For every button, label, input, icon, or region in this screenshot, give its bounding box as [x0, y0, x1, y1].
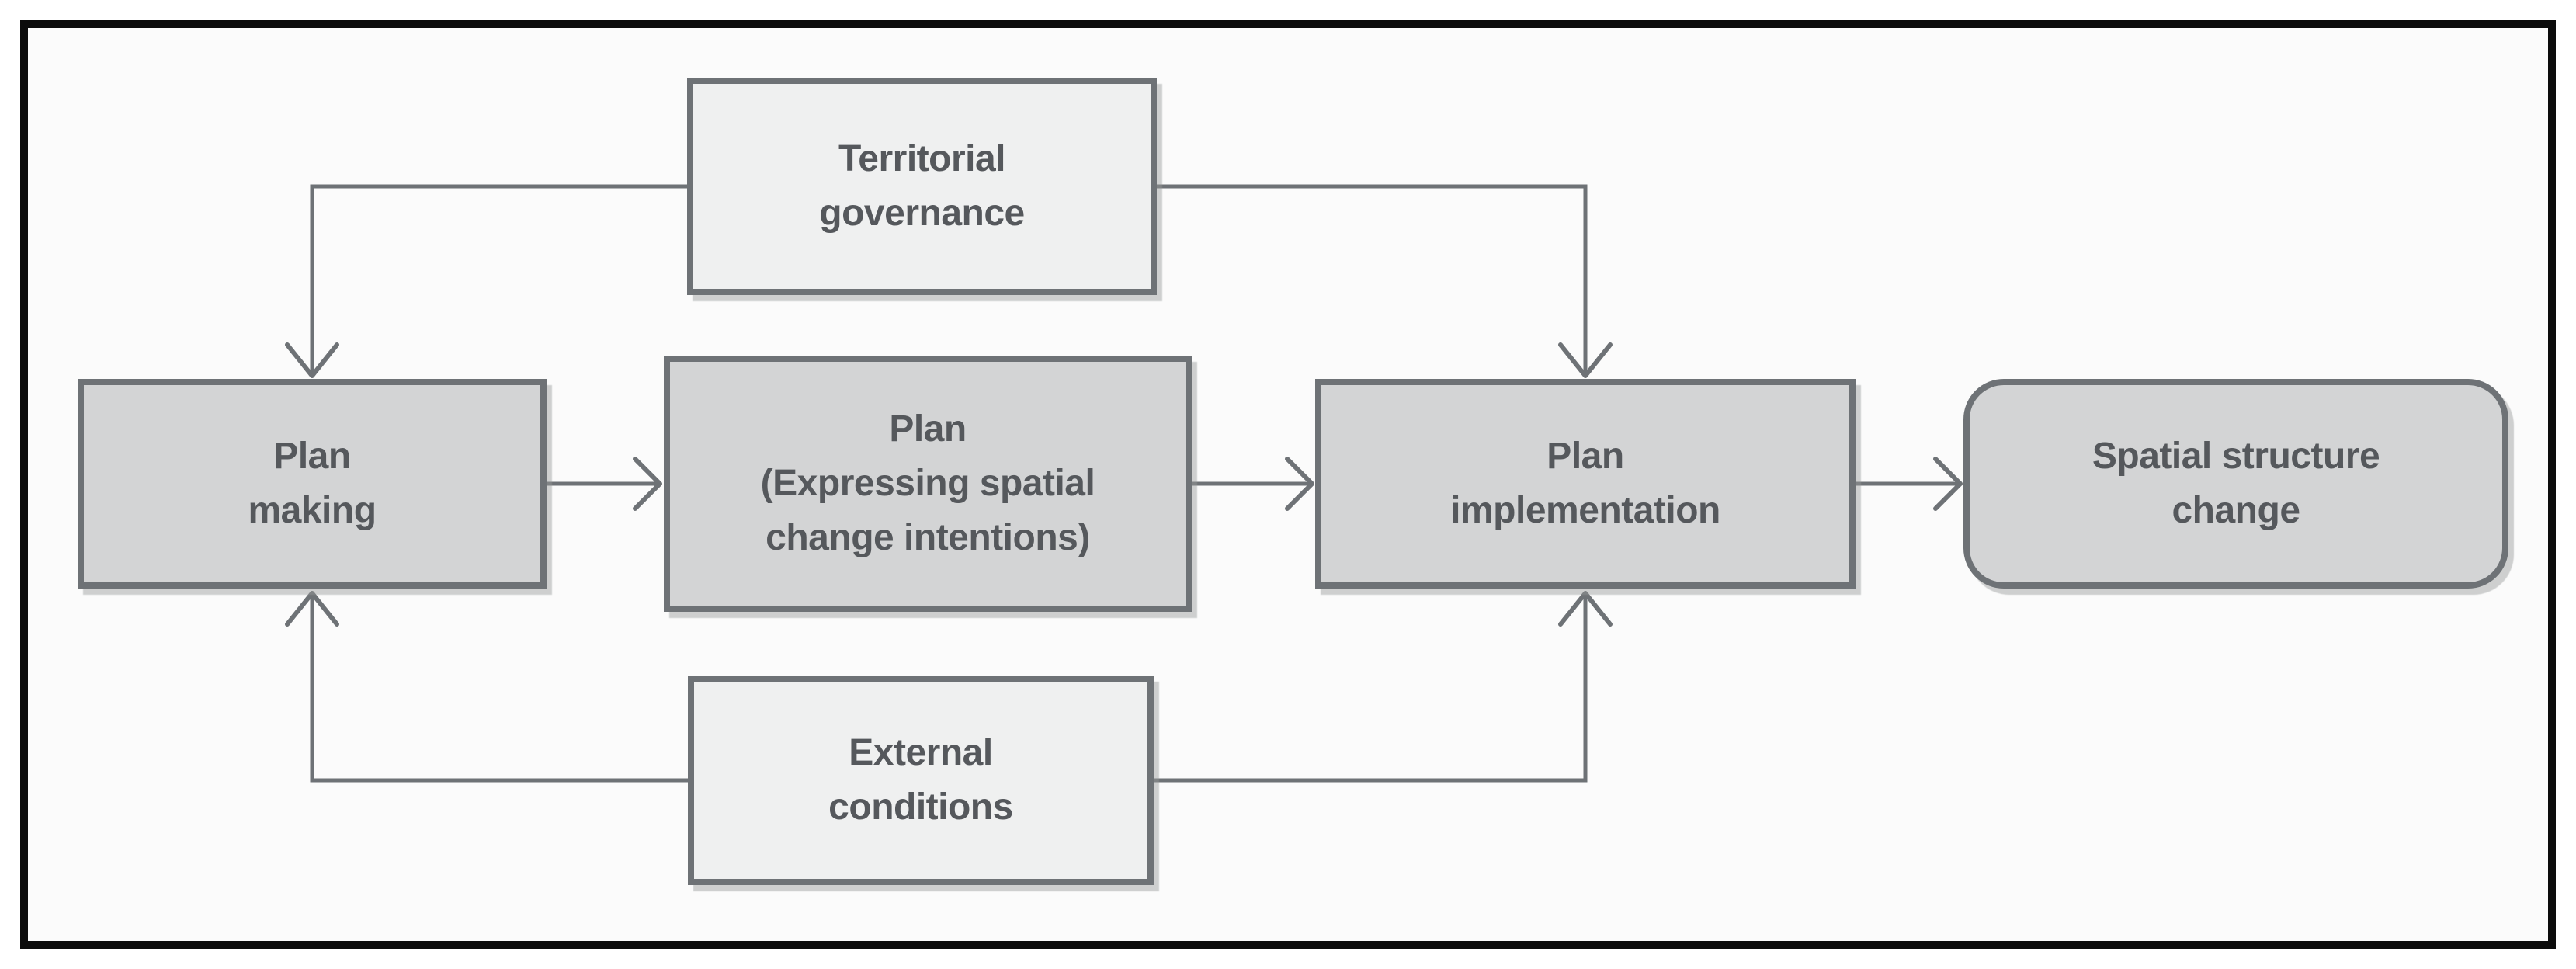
node-plan-implementation: Plan implementation — [1315, 379, 1856, 589]
arrow-plan-to-plan-implementation — [1192, 457, 1314, 511]
node-spatial-structure-change-label: Spatial structure change — [2092, 436, 2380, 531]
arrow-territorial-to-plan-implementation — [1156, 184, 1613, 378]
node-territorial-governance-label: Territorial governance — [819, 138, 1025, 234]
node-spatial-structure-change: Spatial structure change — [1963, 379, 2508, 589]
node-territorial-governance: Territorial governance — [687, 78, 1157, 295]
node-plan-making-label: Plan making — [248, 436, 377, 531]
node-external-conditions-label: External conditions — [828, 732, 1013, 828]
node-external-conditions: External conditions — [688, 676, 1154, 885]
node-plan: Plan (Expressing spatial change intentio… — [664, 356, 1192, 612]
arrow-plan-implementation-to-spatial-change — [1856, 457, 1963, 511]
arrow-external-to-plan-implementation — [1153, 591, 1613, 783]
node-plan-label: Plan (Expressing spatial change intentio… — [760, 408, 1095, 558]
arrow-plan-making-to-plan — [547, 457, 662, 511]
arrow-external-to-plan-making — [285, 591, 689, 783]
node-plan-making: Plan making — [78, 379, 547, 589]
arrow-territorial-to-plan-making — [285, 184, 687, 378]
node-plan-implementation-label: Plan implementation — [1450, 436, 1720, 531]
